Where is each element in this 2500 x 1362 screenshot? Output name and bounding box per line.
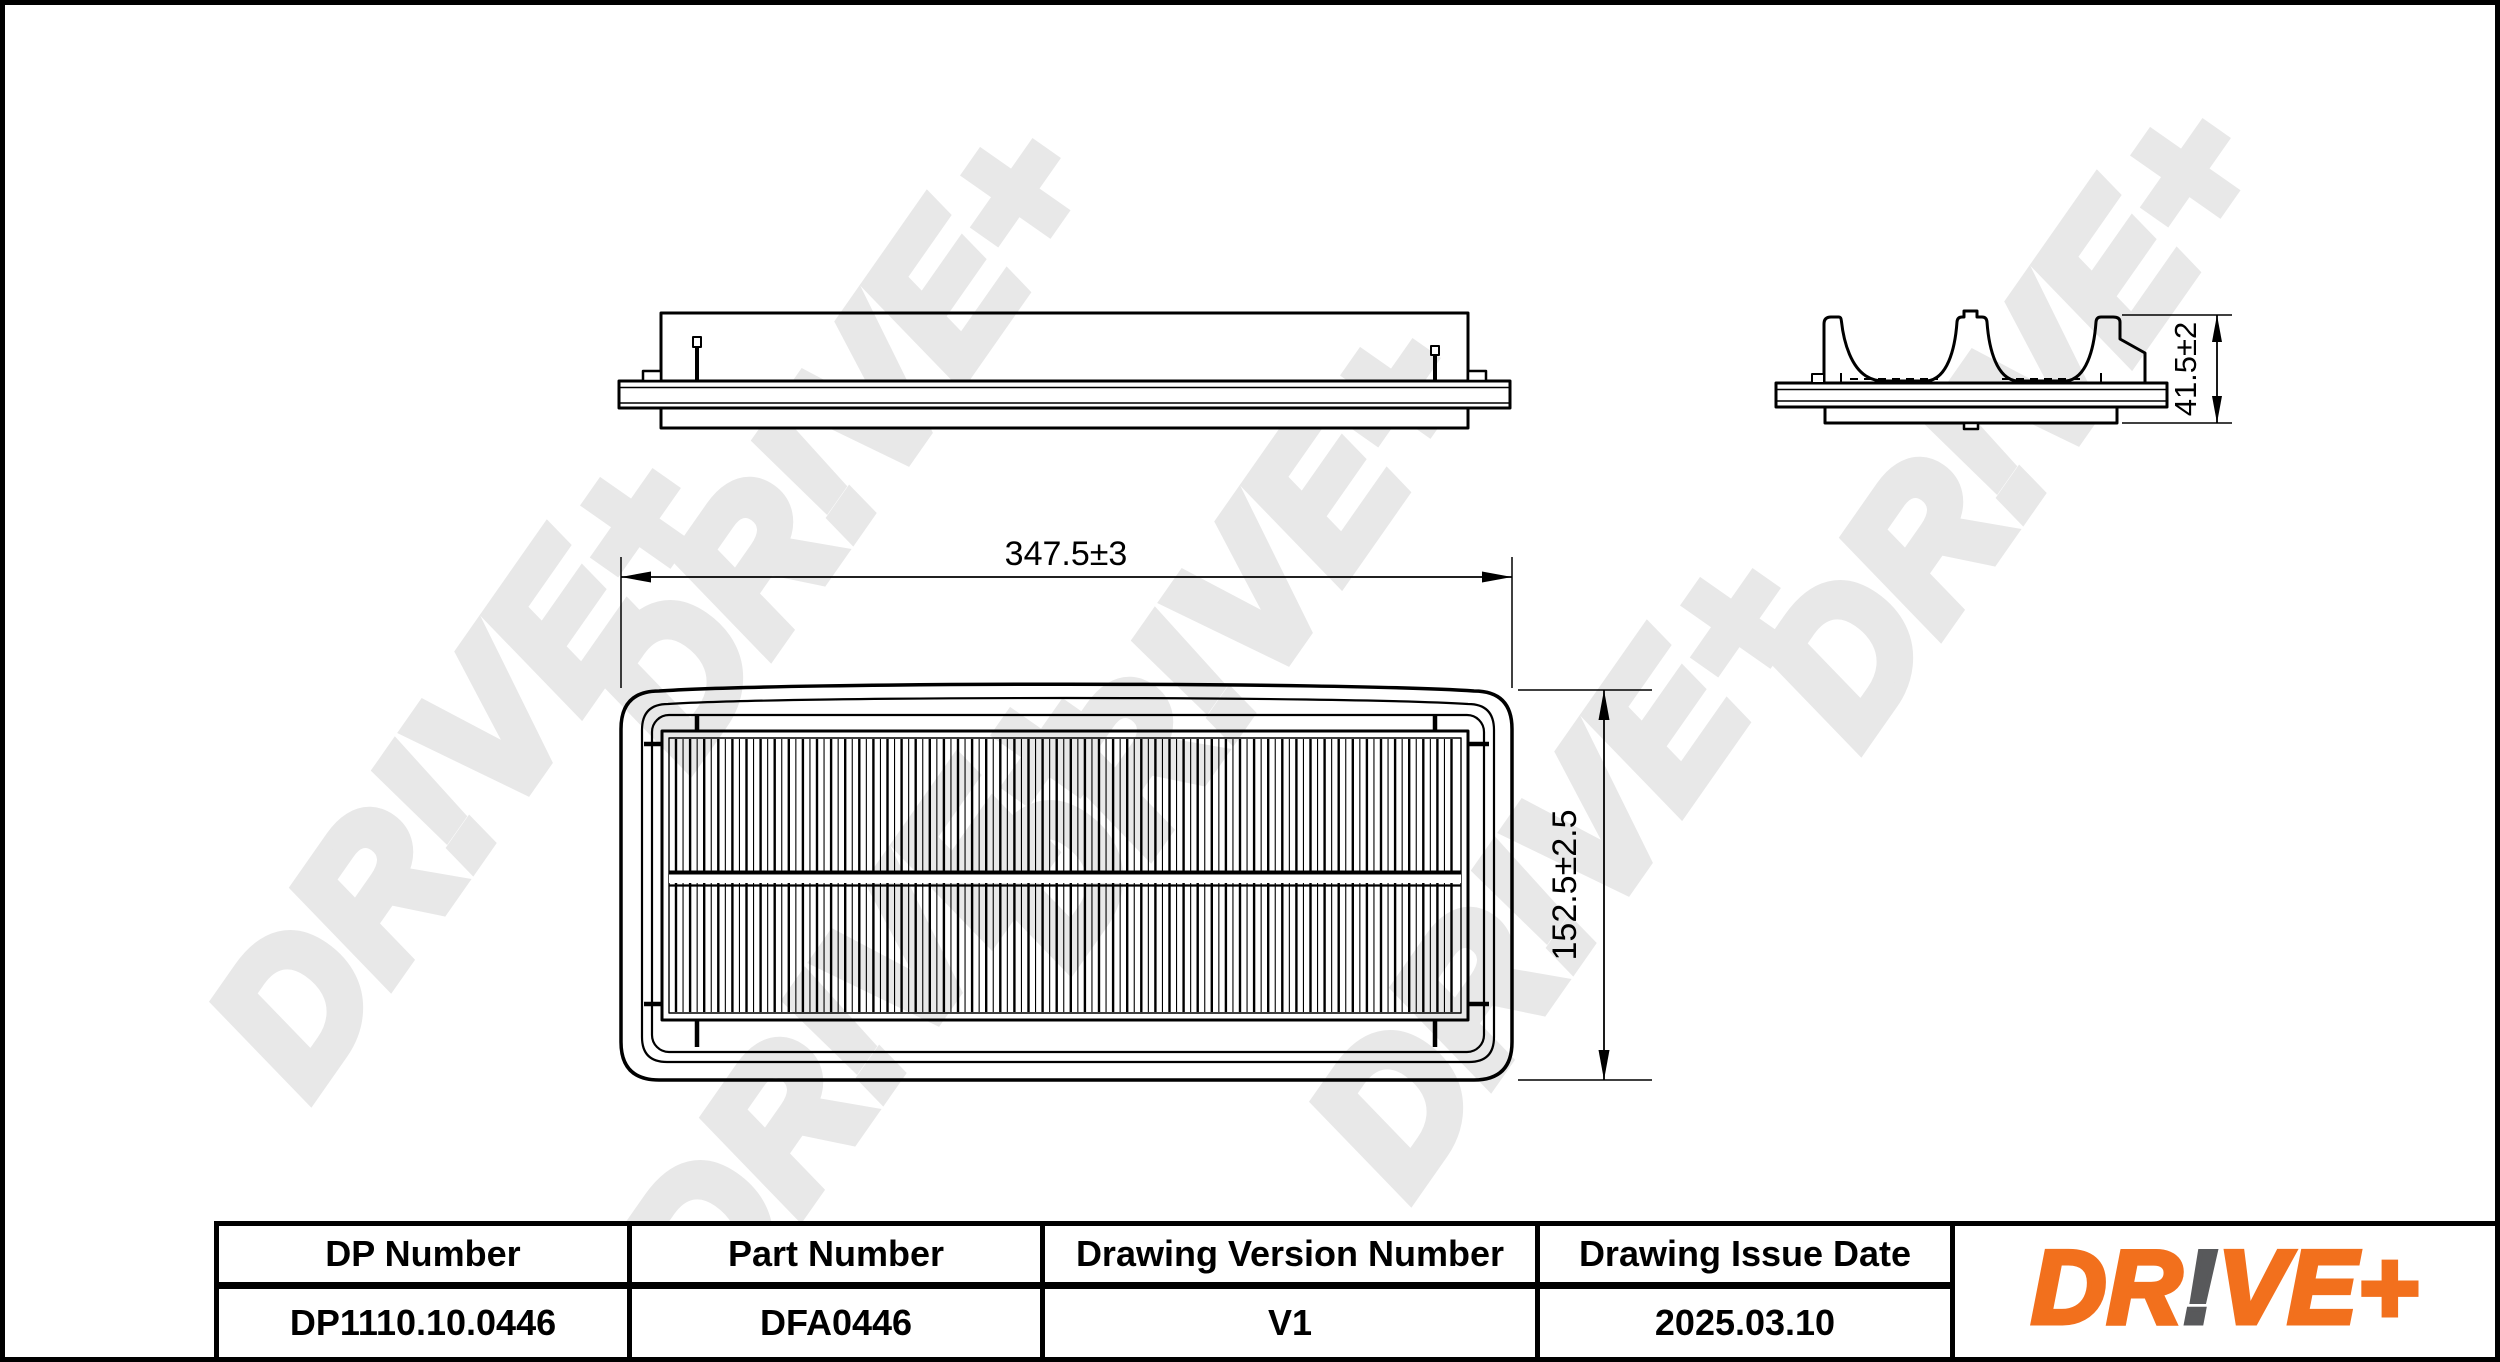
title-block-value-part-number: DFA0446 bbox=[627, 1289, 1040, 1357]
top-view: 347.5±3 152.5±2.5 bbox=[619, 535, 1652, 1082]
drive-plus-logo: DR!VE+ bbox=[2029, 1233, 2421, 1342]
end-view-media bbox=[1823, 405, 2119, 425]
logo-exclamation: ! bbox=[2180, 1229, 2220, 1346]
end-view-notch bbox=[1962, 421, 1980, 431]
dimension-depth: 152.5±2.5 bbox=[1518, 689, 1652, 1081]
dimension-width-label: 347.5±3 bbox=[1005, 535, 1128, 573]
side-view-tab bbox=[1466, 369, 1488, 383]
side-view-media bbox=[659, 406, 1470, 430]
dimension-height-label: 41.5±2 bbox=[2168, 322, 2203, 417]
logo-text: VE+ bbox=[2215, 1229, 2421, 1346]
top-view-gasket bbox=[640, 696, 1496, 1064]
value-label: DP1110.10.0446 bbox=[289, 1302, 557, 1343]
end-view-flange bbox=[1774, 381, 2169, 409]
dimension-width: 347.5±3 bbox=[620, 535, 1513, 688]
header-label: Drawing Issue Date bbox=[1578, 1233, 1912, 1274]
logo-text: DR bbox=[2029, 1229, 2185, 1346]
header-label: Drawing Version Number bbox=[1075, 1233, 1505, 1274]
title-block-header-part-number: Part Number bbox=[627, 1226, 1040, 1289]
pleat-frame bbox=[660, 729, 1470, 1022]
title-block-header-issue-date: Drawing Issue Date bbox=[1535, 1226, 1950, 1289]
end-view: 41.5±2 bbox=[1774, 309, 2232, 431]
end-view-top-profile bbox=[1822, 309, 2147, 384]
top-view-gasket-inner bbox=[650, 713, 1486, 1054]
title-block-header-dp-number: DP Number bbox=[219, 1226, 627, 1289]
side-view-flange bbox=[617, 379, 1512, 410]
side-view-clip bbox=[692, 336, 702, 380]
side-view-body bbox=[659, 311, 1470, 381]
value-label: V1 bbox=[1267, 1302, 1313, 1343]
logo-cell: DR!VE+ bbox=[1950, 1226, 2495, 1357]
side-view bbox=[617, 311, 1512, 430]
title-block-header-drawing-version: Drawing Version Number bbox=[1040, 1226, 1535, 1289]
side-view-tab bbox=[641, 369, 663, 383]
title-block: DP Number Part Number Drawing Version Nu… bbox=[214, 1221, 2500, 1362]
header-label: DP Number bbox=[325, 1233, 521, 1274]
title-block-value-drawing-version: V1 bbox=[1040, 1289, 1535, 1357]
dimension-height: 41.5±2 bbox=[2122, 314, 2232, 424]
title-block-value-issue-date: 2025.03.10 bbox=[1535, 1289, 1950, 1357]
side-view-clip bbox=[1430, 345, 1440, 380]
title-block-value-dp-number: DP1110.10.0446 bbox=[219, 1289, 627, 1357]
center-support-band bbox=[669, 870, 1461, 887]
value-label: 2025.03.10 bbox=[1654, 1302, 1836, 1343]
value-label: DFA0446 bbox=[759, 1302, 913, 1343]
dimension-depth-label: 152.5±2.5 bbox=[1546, 809, 1584, 960]
top-view-outer-shell bbox=[619, 682, 1514, 1082]
header-label: Part Number bbox=[727, 1233, 945, 1274]
